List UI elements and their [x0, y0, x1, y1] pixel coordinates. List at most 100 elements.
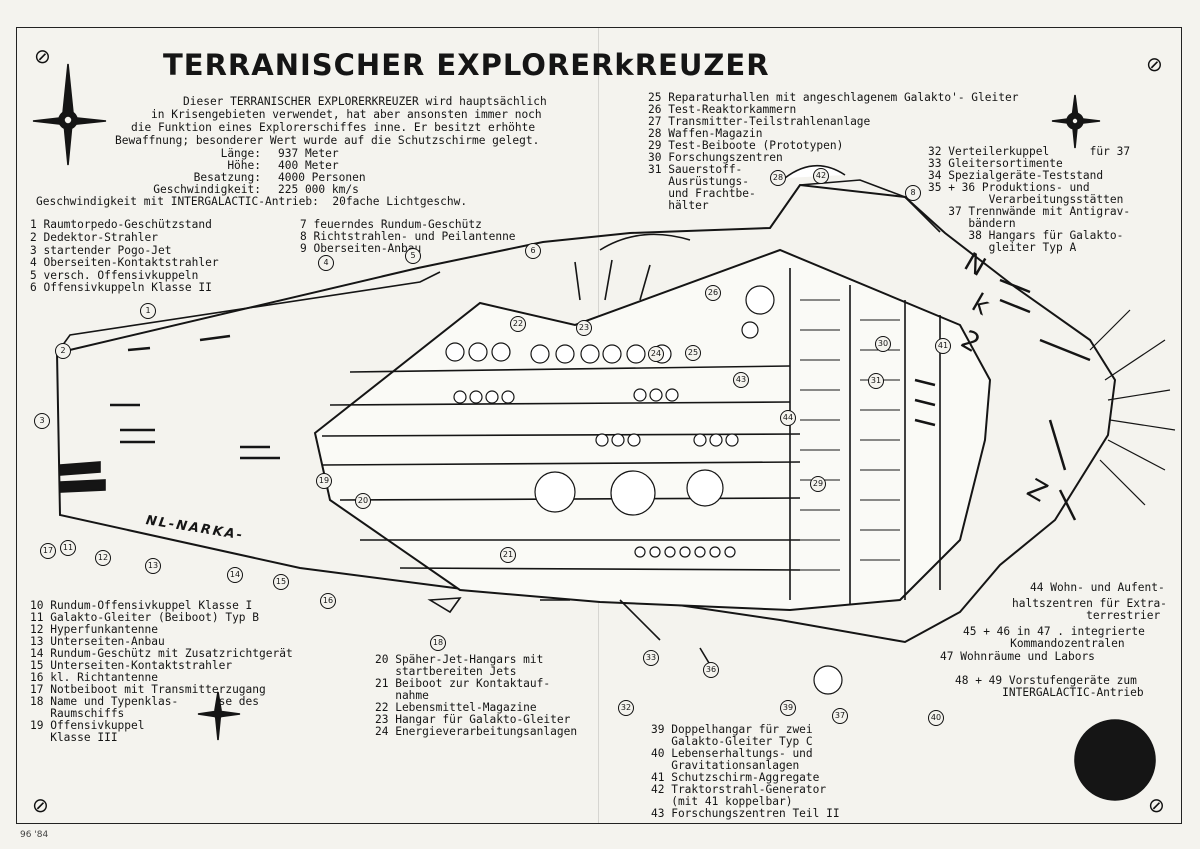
callout-number: 28 [770, 170, 786, 186]
page-title: TERRANISCHER EXPLORERkREUZER [163, 48, 770, 82]
callout-number: 19 [316, 473, 332, 489]
drawing-frame [16, 27, 1182, 824]
screw-icon: ⊘ [1146, 52, 1163, 76]
callout-number: 15 [273, 574, 289, 590]
drive-speed: Geschwindigkeit mit INTERGALACTIC-Antrie… [36, 195, 468, 208]
spec-value: 4000 Personen [278, 171, 366, 184]
callout-number: 40 [928, 710, 944, 726]
callout-number: 31 [868, 373, 884, 389]
legend-item: Verarbeitungsstätten [928, 193, 1124, 206]
legend-item: 21 Beiboot zur Kontaktauf- [375, 677, 551, 690]
legend-item: 8 Richtstrahlen- und Peilantenne [300, 230, 516, 243]
callout-number: 11 [60, 540, 76, 556]
legend-item: INTERGALACTIC-Antrieb [955, 686, 1144, 699]
legend-item: 33 Gleitersortimente [928, 157, 1063, 170]
callout-number: 26 [705, 285, 721, 301]
legend-item: 7 feuerndes Rundum-Geschütz [300, 218, 482, 231]
callout-number: 20 [355, 493, 371, 509]
callout-number: 36 [703, 662, 719, 678]
legend-item: 39 Doppelhangar für zwei [651, 723, 813, 736]
legend-item: Gravitationsanlagen [651, 759, 800, 772]
star-icon [1051, 94, 1101, 149]
legend-item: 43 Forschungszentren Teil II [651, 807, 840, 820]
intro-line: Dieser TERRANISCHER EXPLORERKREUZER wird… [183, 95, 547, 108]
legend-item: 4 Oberseiten-Kontaktstrahler [30, 256, 219, 269]
legend-item: 23 Hangar für Galakto-Gleiter [375, 713, 571, 726]
legend-item: Raumschiffs [30, 707, 125, 720]
callout-number: 12 [95, 550, 111, 566]
intro-line: in Krisengebieten verwendet, hat aber an… [151, 108, 542, 121]
legend-item: 29 Test-Beiboote (Prototypen) [648, 139, 844, 152]
legend-item: 42 Traktorstrahl-Generator [651, 783, 827, 796]
legend-item: Klasse III [30, 731, 118, 744]
callout-number: 33 [643, 650, 659, 666]
legend-item: 24 Energieverarbeitungsanlagen [375, 725, 578, 738]
legend-item: und Frachtbe- [648, 187, 756, 200]
callout-number: 2 [55, 343, 71, 359]
callout-number: 44 [780, 410, 796, 426]
screw-icon: ⊘ [32, 793, 49, 817]
legend-item: 5 versch. Offensivkuppeln [30, 269, 199, 282]
spec-label: Höhe: [227, 159, 261, 172]
spec-label: Geschwindigkeit: [153, 183, 261, 196]
legend-item: 30 Forschungszentren [648, 151, 783, 164]
callout-number: 16 [320, 593, 336, 609]
spec-label: Besatzung: [193, 171, 261, 184]
legend-item: 3 startender Pogo-Jet [30, 244, 172, 257]
legend-item: 40 Lebenserhaltungs- und [651, 747, 813, 760]
callout-number: 8 [905, 185, 921, 201]
callout-number: 23 [576, 320, 592, 336]
star-icon [32, 63, 107, 166]
legend-item: bändern [928, 217, 1016, 230]
intro-line: Bewaffnung; besonderer Wert wurde auf di… [115, 134, 540, 147]
callout-number: 32 [618, 700, 634, 716]
legend-item: 14 Rundum-Geschütz mit Zusatzrichtgerät [30, 647, 293, 660]
callout-number: 24 [648, 346, 664, 362]
legend-item: 22 Lebensmittel-Magazine [375, 701, 537, 714]
legend-item: Galakto-Gleiter Typ C [651, 735, 813, 748]
legend-item: 11 Galakto-Gleiter (Beiboot) Typ B [30, 611, 260, 624]
legend-item: 38 Hangars für Galakto- [928, 229, 1124, 242]
planet-icon [1074, 719, 1156, 801]
legend-item: 16 kl. Richtantenne [30, 671, 158, 684]
legend-item: 6 Offensivkuppeln Klasse II [30, 281, 212, 294]
callout-number: 3 [34, 413, 50, 429]
legend-item: 10 Rundum-Offensivkuppel Klasse I [30, 599, 253, 612]
legend-item: 32 Verteilerkuppel für 37 [928, 145, 1131, 158]
legend-item: nahme [375, 689, 429, 702]
intro-line: die Funktion eines Explorerschiffes inne… [131, 121, 536, 134]
callout-number: 5 [405, 248, 421, 264]
callout-number: 37 [832, 708, 848, 724]
callout-number: 41 [935, 338, 951, 354]
callout-number: 29 [810, 476, 826, 492]
spec-label: Länge: [220, 147, 261, 160]
legend-item: 34 Spezialgeräte-Teststand [928, 169, 1104, 182]
legend-item: 27 Transmitter-Teilstrahlenanlage [648, 115, 871, 128]
legend-item: haltszentren für Extra- [1012, 597, 1167, 610]
legend-item: 2 Dedektor-Strahler [30, 231, 158, 244]
legend-item: 35 + 36 Produktions- und [928, 181, 1090, 194]
legend-item: hälter [648, 199, 709, 212]
legend-item: 41 Schutzschirm-Aggregate [651, 771, 820, 784]
callout-number: 42 [813, 168, 829, 184]
legend-item: 9 Oberseiten-Anbau [300, 242, 422, 255]
callout-number: 30 [875, 336, 891, 352]
legend-item: 17 Notbeiboot mit Transmitterzugang [30, 683, 266, 696]
callout-number: 39 [780, 700, 796, 716]
legend-item: terrestrier [1012, 609, 1161, 622]
callout-number: 22 [510, 316, 526, 332]
callout-number: 21 [500, 547, 516, 563]
callout-number: 14 [227, 567, 243, 583]
spec-value: 937 Meter [278, 147, 339, 160]
legend-item: 44 Wohn- und Aufent- [1030, 581, 1165, 594]
legend-item: 48 + 49 Vorstufengeräte zum [955, 674, 1137, 687]
legend-item: gleiter Typ A [928, 241, 1077, 254]
legend-item: Ausrüstungs- [648, 175, 750, 188]
callout-number: 43 [733, 372, 749, 388]
screw-icon: ⊘ [1148, 793, 1165, 817]
callout-number: 1 [140, 303, 156, 319]
legend-item: 25 Reparaturhallen mit angeschlagenem Ga… [648, 91, 1019, 104]
legend-item: 45 + 46 in 47 . integrierte [963, 625, 1145, 638]
legend-item: 1 Raumtorpedo-Geschützstand [30, 218, 212, 231]
